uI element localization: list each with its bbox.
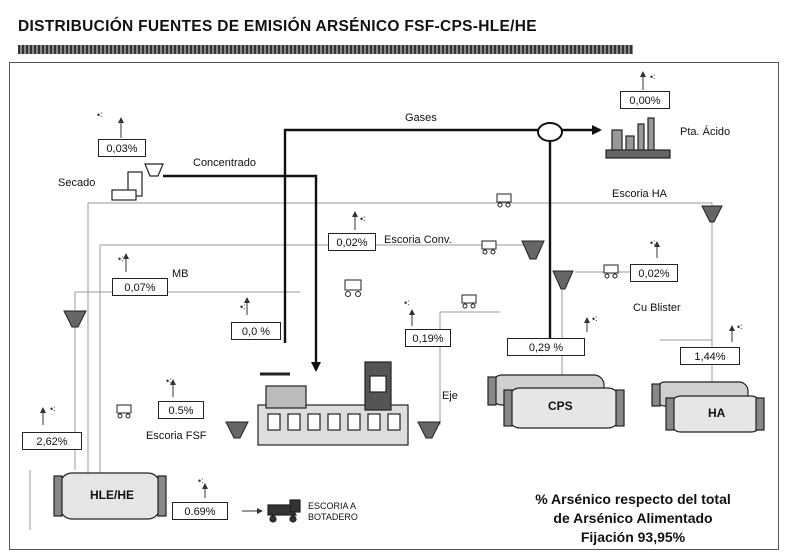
svg-text:•∶: •∶ — [240, 302, 246, 312]
value-box-eje: 0,19% — [405, 329, 451, 347]
svg-text:•∶: •∶ — [360, 214, 366, 224]
value-box-fsf-gas: 0,0 % — [231, 322, 281, 340]
svg-text:•∶: •∶ — [118, 254, 124, 264]
svg-text:•∶: •∶ — [650, 72, 656, 82]
page-title: DISTRIBUCIÓN FUENTES DE EMISIÓN ARSÉNICO… — [18, 18, 537, 35]
svg-text:•∶: •∶ — [592, 314, 598, 324]
summary-line-3: Fijación 93,95% — [580, 529, 686, 545]
slag-car-icon — [116, 404, 132, 419]
slag-car-icon — [344, 279, 362, 297]
ladle-icon — [521, 240, 545, 260]
concentrado-label: Concentrado — [193, 157, 256, 169]
mb-label: MB — [172, 268, 189, 280]
value-box-escoria-conv: 0,02% — [328, 233, 376, 251]
botadero-label-2: BOTADERO — [308, 512, 358, 522]
concentrado-line — [163, 174, 321, 372]
value-box-mb: 0,07% — [112, 278, 168, 296]
gases-label: Gases — [405, 112, 437, 124]
svg-text:•∶: •∶ — [198, 476, 204, 486]
value-box-secado: 0,03% — [98, 139, 146, 157]
hlehe-label: HLE/HE — [90, 488, 135, 502]
ha-furnace-icon — [651, 381, 765, 433]
ladle-icon — [225, 421, 249, 439]
ladle-icon — [701, 205, 723, 223]
value-box-pta-acido: 0,00% — [620, 91, 670, 109]
cps-label: CPS — [548, 399, 573, 413]
diagram-frame — [9, 62, 779, 550]
value-box-botadero: 0.69% — [172, 502, 228, 520]
cu-blister-label: Cu Blister — [633, 302, 681, 314]
gas-junction-icon — [537, 122, 563, 142]
svg-text:•∶: •∶ — [50, 404, 56, 414]
title-underline — [18, 45, 633, 54]
cps-converter-icon — [487, 374, 625, 429]
dryer-icon — [111, 163, 164, 201]
pta-acido-label: Pta. Ácido — [680, 126, 731, 138]
acid-plant-icon — [605, 117, 671, 159]
ladle-icon — [63, 310, 87, 328]
value-box-cu-blister: 0,02% — [630, 264, 678, 282]
botadero-label-1: ESCORIA A — [308, 501, 357, 511]
hlehe-furnace-icon — [53, 472, 167, 520]
slag-car-icon — [481, 240, 497, 255]
dump-truck-icon — [267, 499, 301, 523]
value-box-hlehe-in: 2,62% — [22, 432, 82, 450]
escoria-fsf-label: Escoria FSF — [146, 430, 207, 442]
summary-line-2: de Arsénico Alimentado — [553, 510, 713, 526]
secado-label: Secado — [58, 177, 96, 189]
ladle-icon — [417, 421, 441, 439]
escoria-ha-label: Escoria HA — [612, 188, 668, 200]
value-box-cps: 0,29 % — [507, 338, 585, 356]
svg-text:•∶: •∶ — [166, 376, 172, 386]
slag-car-icon — [603, 264, 619, 279]
slag-car-icon — [461, 294, 477, 309]
gases-line — [283, 128, 538, 343]
svg-text:•∶: •∶ — [97, 110, 103, 120]
ladle-icon — [552, 270, 574, 290]
fsf-furnace-icon — [257, 361, 409, 446]
slag-car-icon — [496, 193, 512, 208]
summary-line-1: % Arsénico respecto del total — [535, 491, 731, 507]
value-box-escoria-fsf: 0.5% — [158, 401, 204, 419]
svg-text:•∶: •∶ — [404, 298, 410, 308]
eje-label: Eje — [442, 390, 458, 402]
ha-label: HA — [708, 406, 726, 420]
svg-text:•∶: •∶ — [737, 322, 743, 332]
svg-text:•∶: •∶ — [650, 238, 656, 248]
value-box-ha: 1,44% — [680, 347, 740, 365]
escoria-conv-label: Escoria Conv. — [384, 234, 452, 246]
